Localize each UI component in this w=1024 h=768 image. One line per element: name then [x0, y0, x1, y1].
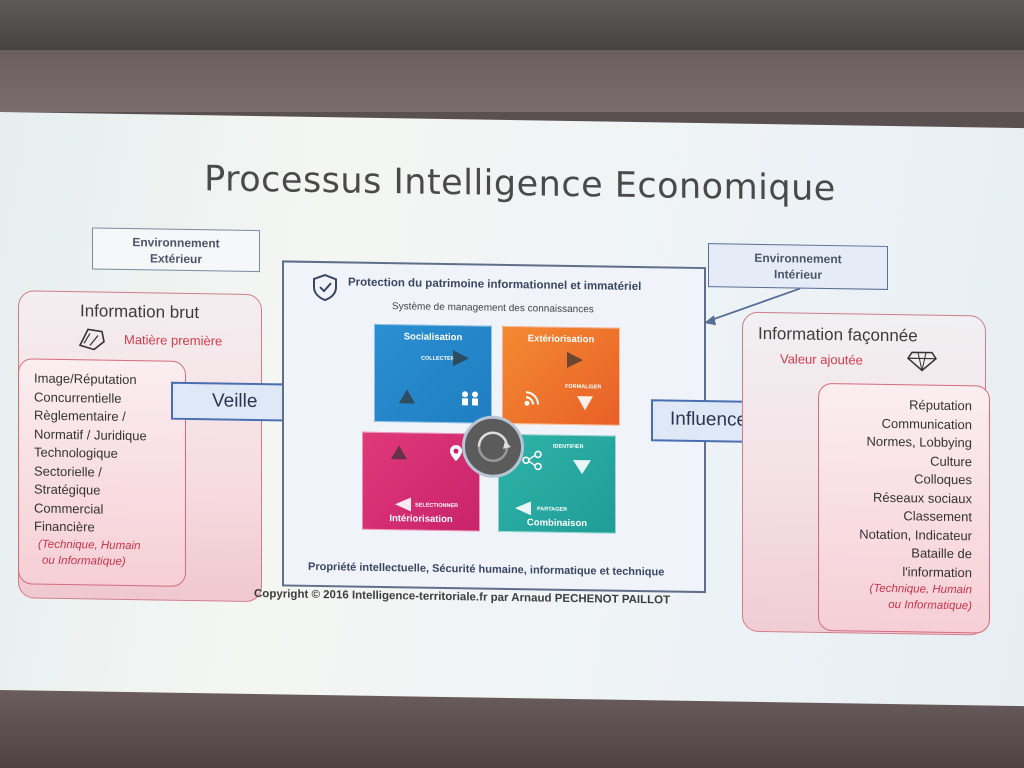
collecter-tag: COLLECTER — [421, 355, 455, 363]
triangle-up-icon — [391, 445, 407, 460]
environnement-exterieur-box: Environnement Extérieur — [92, 227, 260, 273]
cycle-icon — [477, 431, 511, 462]
quadrant-combinaison: IDENTIFIER PARTAGER Combinaison — [498, 433, 616, 534]
left-note-line-1: (Technique, Humain — [38, 538, 141, 552]
list-item: Concurrentielle — [34, 389, 122, 406]
diamond-icon — [907, 351, 937, 372]
list-item: Stratégique — [34, 481, 101, 498]
protection-patrimoine-frame: Protection du patrimoine informationnel … — [282, 260, 706, 594]
list-item: Culture — [930, 453, 972, 469]
list-item: Colloques — [914, 471, 972, 488]
list-item: Notation, Indicateur — [859, 525, 972, 543]
triangle-up-icon — [399, 389, 415, 404]
list-item: Commercial — [34, 500, 104, 517]
information-brut-list: Image/Réputation Concurrentielle Règleme… — [34, 370, 147, 570]
list-item: Bataille de — [911, 545, 972, 562]
triangle-left-icon — [515, 501, 531, 516]
location-pin-icon — [450, 445, 462, 462]
share-icon — [522, 450, 542, 471]
center-cycle-icon — [462, 415, 524, 479]
triangle-left-icon — [395, 497, 411, 512]
influence-label: Influence — [670, 408, 748, 431]
list-item: Technologique — [34, 444, 118, 461]
list-item: Classement — [903, 508, 972, 525]
center-footer: Propriété intellectuelle, Sécurité humai… — [308, 560, 665, 579]
information-faconnee-title: Information façonnée — [758, 323, 918, 346]
list-item: Sectorielle / — [34, 463, 102, 480]
quadrant-label: Intériorisation — [389, 513, 453, 526]
slide-title: Processus Intelligence Economique — [204, 159, 836, 210]
veille-label: Veille — [212, 390, 258, 413]
center-header: Protection du patrimoine informationnel … — [348, 276, 642, 294]
rss-icon — [524, 391, 539, 406]
left-note-line-2: ou Informatique) — [42, 554, 126, 568]
raw-material-icon — [78, 328, 105, 351]
quadrant-label: Extériorisation — [527, 333, 595, 346]
list-item: Réputation — [909, 397, 972, 414]
list-item: l'information — [902, 563, 972, 580]
list-item: Normes, Lobbying — [866, 433, 973, 451]
env-interieur-connector — [704, 287, 801, 326]
quadrant-socialisation: Socialisation COLLECTER — [374, 323, 492, 424]
right-note-line-2: ou Informatique) — [888, 598, 972, 613]
shield-icon — [313, 274, 337, 302]
quadrant-interiorisation: SELECTIONNER Intériorisation — [362, 431, 480, 532]
identifier-tag: IDENTIFIER — [553, 443, 584, 451]
quadrant-label: Socialisation — [403, 331, 463, 344]
quadrant-exteriorisation: Extériorisation FORMALISER — [502, 325, 620, 426]
triangle-down-icon — [573, 460, 591, 475]
valeur-ajoutee-label: Valeur ajoutée — [780, 351, 863, 368]
selectionner-tag: SELECTIONNER — [415, 502, 459, 510]
matiere-premiere-label: Matière première — [124, 331, 223, 349]
projected-slide: Processus Intelligence Economique Enviro… — [0, 112, 1024, 707]
triangle-down-icon — [577, 396, 593, 411]
list-item: Image/Réputation — [34, 370, 137, 388]
projector-wall-top — [0, 0, 1024, 50]
list-item: Normatif / Juridique — [34, 426, 147, 443]
quadrant-label: Combinaison — [526, 517, 588, 530]
people-icon — [462, 391, 478, 406]
env-ext-line-2: Extérieur — [149, 251, 203, 267]
list-item: Règlementaire / — [34, 407, 126, 424]
list-item: Communication — [881, 415, 972, 432]
play-icon — [567, 351, 583, 368]
information-faconnee-list: Réputation Communication Normes, Lobbyin… — [820, 395, 972, 614]
list-item: Réseaux sociaux — [873, 489, 972, 506]
projector-wall-band — [0, 50, 1024, 112]
center-subheader: Système de management des connaissances — [392, 301, 594, 316]
information-brut-title: Information brut — [80, 301, 200, 323]
partager-tag: PARTAGER — [537, 506, 568, 513]
list-item: Financière — [34, 518, 95, 535]
formaliser-tag: FORMALISER — [565, 383, 602, 391]
play-icon — [453, 350, 469, 367]
env-int-line-2: Intérieur — [773, 267, 822, 282]
